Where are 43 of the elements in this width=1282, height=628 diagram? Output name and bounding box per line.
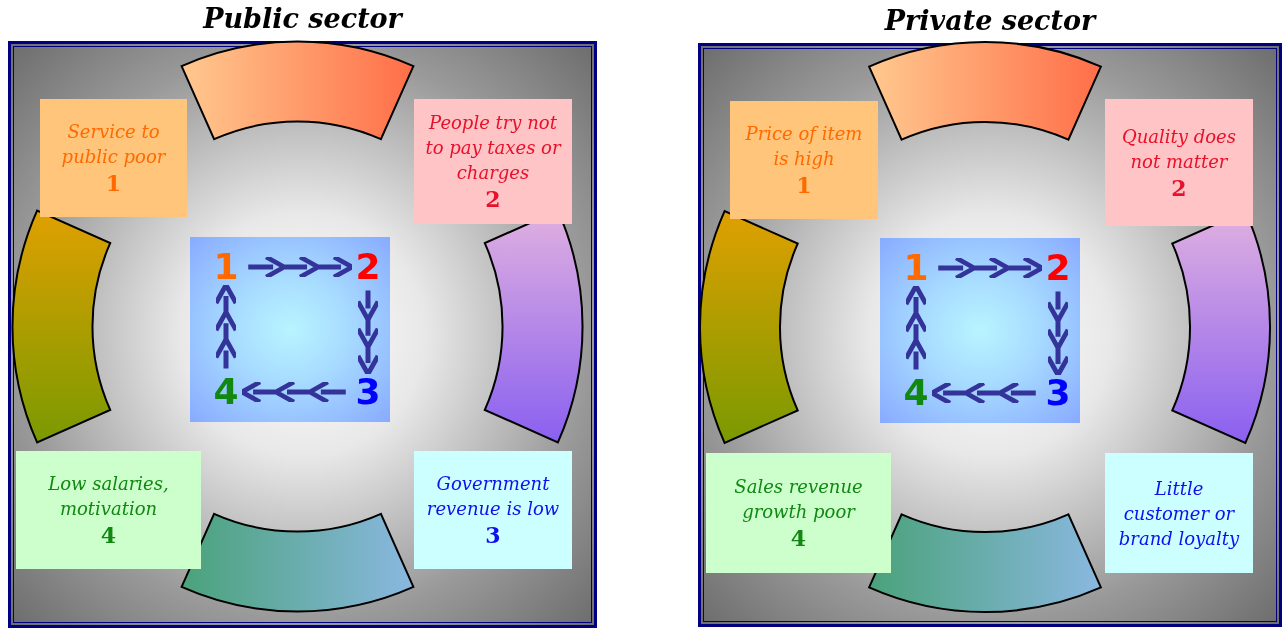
- arrow: [1048, 291, 1068, 375]
- cycle-panel: [880, 238, 1080, 423]
- card-text: Quality does not matter: [1121, 124, 1237, 174]
- card-text: People try not to pay taxes or charges: [424, 111, 563, 185]
- arrow: [358, 290, 378, 374]
- step-number: 1: [208, 247, 244, 287]
- card-number: 4: [790, 524, 807, 552]
- card-text: Price of item is high: [744, 122, 864, 171]
- card-text: Little customer or brand loyalty: [1117, 476, 1241, 551]
- panel-title: Private sector: [883, 5, 1098, 36]
- card-number: 2: [1171, 173, 1187, 202]
- arrow: [248, 257, 352, 277]
- note-card: [16, 451, 201, 569]
- card-number: 3: [485, 521, 501, 549]
- card-number: 4: [100, 521, 117, 549]
- card-text: Sales revenue growth poor: [733, 475, 864, 524]
- arrow: [906, 286, 926, 370]
- card-text: Low salaries, motivation: [47, 472, 170, 521]
- note-card: [414, 99, 572, 224]
- note-card: [414, 451, 572, 569]
- step-number: 2: [350, 247, 386, 287]
- card-number: 2: [485, 185, 501, 213]
- arrow: [216, 285, 236, 369]
- arrow: [938, 258, 1042, 278]
- step-number: 4: [208, 372, 244, 412]
- card-text: Service to public poor: [60, 120, 167, 169]
- card-number: 1: [796, 171, 812, 199]
- step-number: 2: [1040, 248, 1076, 288]
- card-number: 1: [105, 169, 122, 197]
- note-card: [40, 99, 187, 217]
- note-card: [1105, 99, 1253, 226]
- cycle-panel: [190, 237, 390, 422]
- arrow: [932, 383, 1036, 403]
- panel-title: Public sector: [201, 3, 405, 34]
- note-card: [706, 453, 891, 573]
- step-number: 1: [898, 248, 934, 288]
- step-number: 3: [350, 372, 386, 412]
- card-text: Government revenue is low: [425, 472, 561, 521]
- arrow: [242, 382, 346, 402]
- note-card: [1105, 453, 1253, 573]
- step-number: 4: [898, 373, 934, 413]
- note-card: [730, 101, 878, 219]
- step-number: 3: [1040, 373, 1076, 413]
